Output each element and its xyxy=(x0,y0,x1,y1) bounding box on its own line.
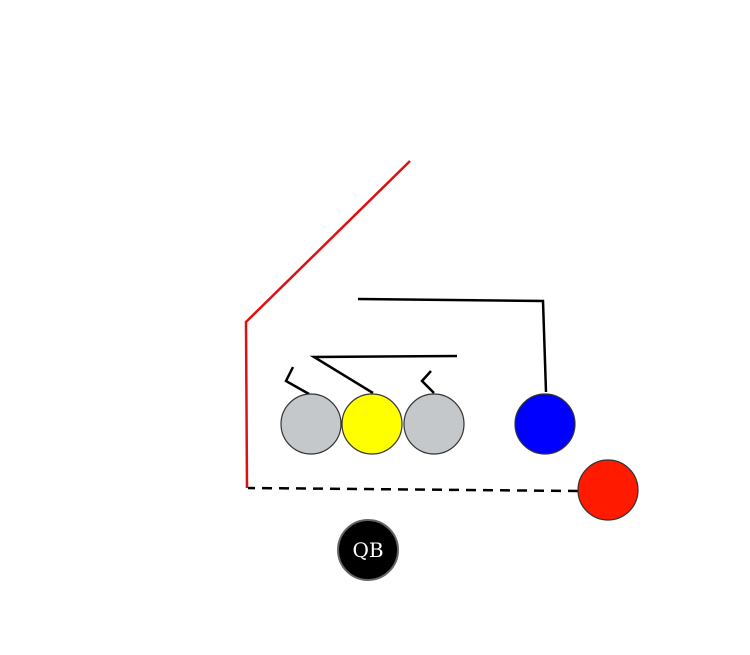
blue-receiver-player xyxy=(514,393,576,455)
red-receiver-player xyxy=(577,459,639,521)
quarterback-player: QB xyxy=(337,519,399,581)
left-guard-player xyxy=(280,393,342,455)
quarterback-label: QB xyxy=(352,538,383,562)
right-guard-player xyxy=(403,393,465,455)
red-route-upper xyxy=(244,160,411,489)
blue-route xyxy=(357,297,548,393)
red-player-motion-dashed xyxy=(247,486,579,493)
center-player xyxy=(341,393,403,455)
quarterback-circle xyxy=(337,519,399,581)
left-guard-block xyxy=(284,366,310,396)
center-route xyxy=(309,354,458,395)
right-guard-block xyxy=(420,370,435,394)
